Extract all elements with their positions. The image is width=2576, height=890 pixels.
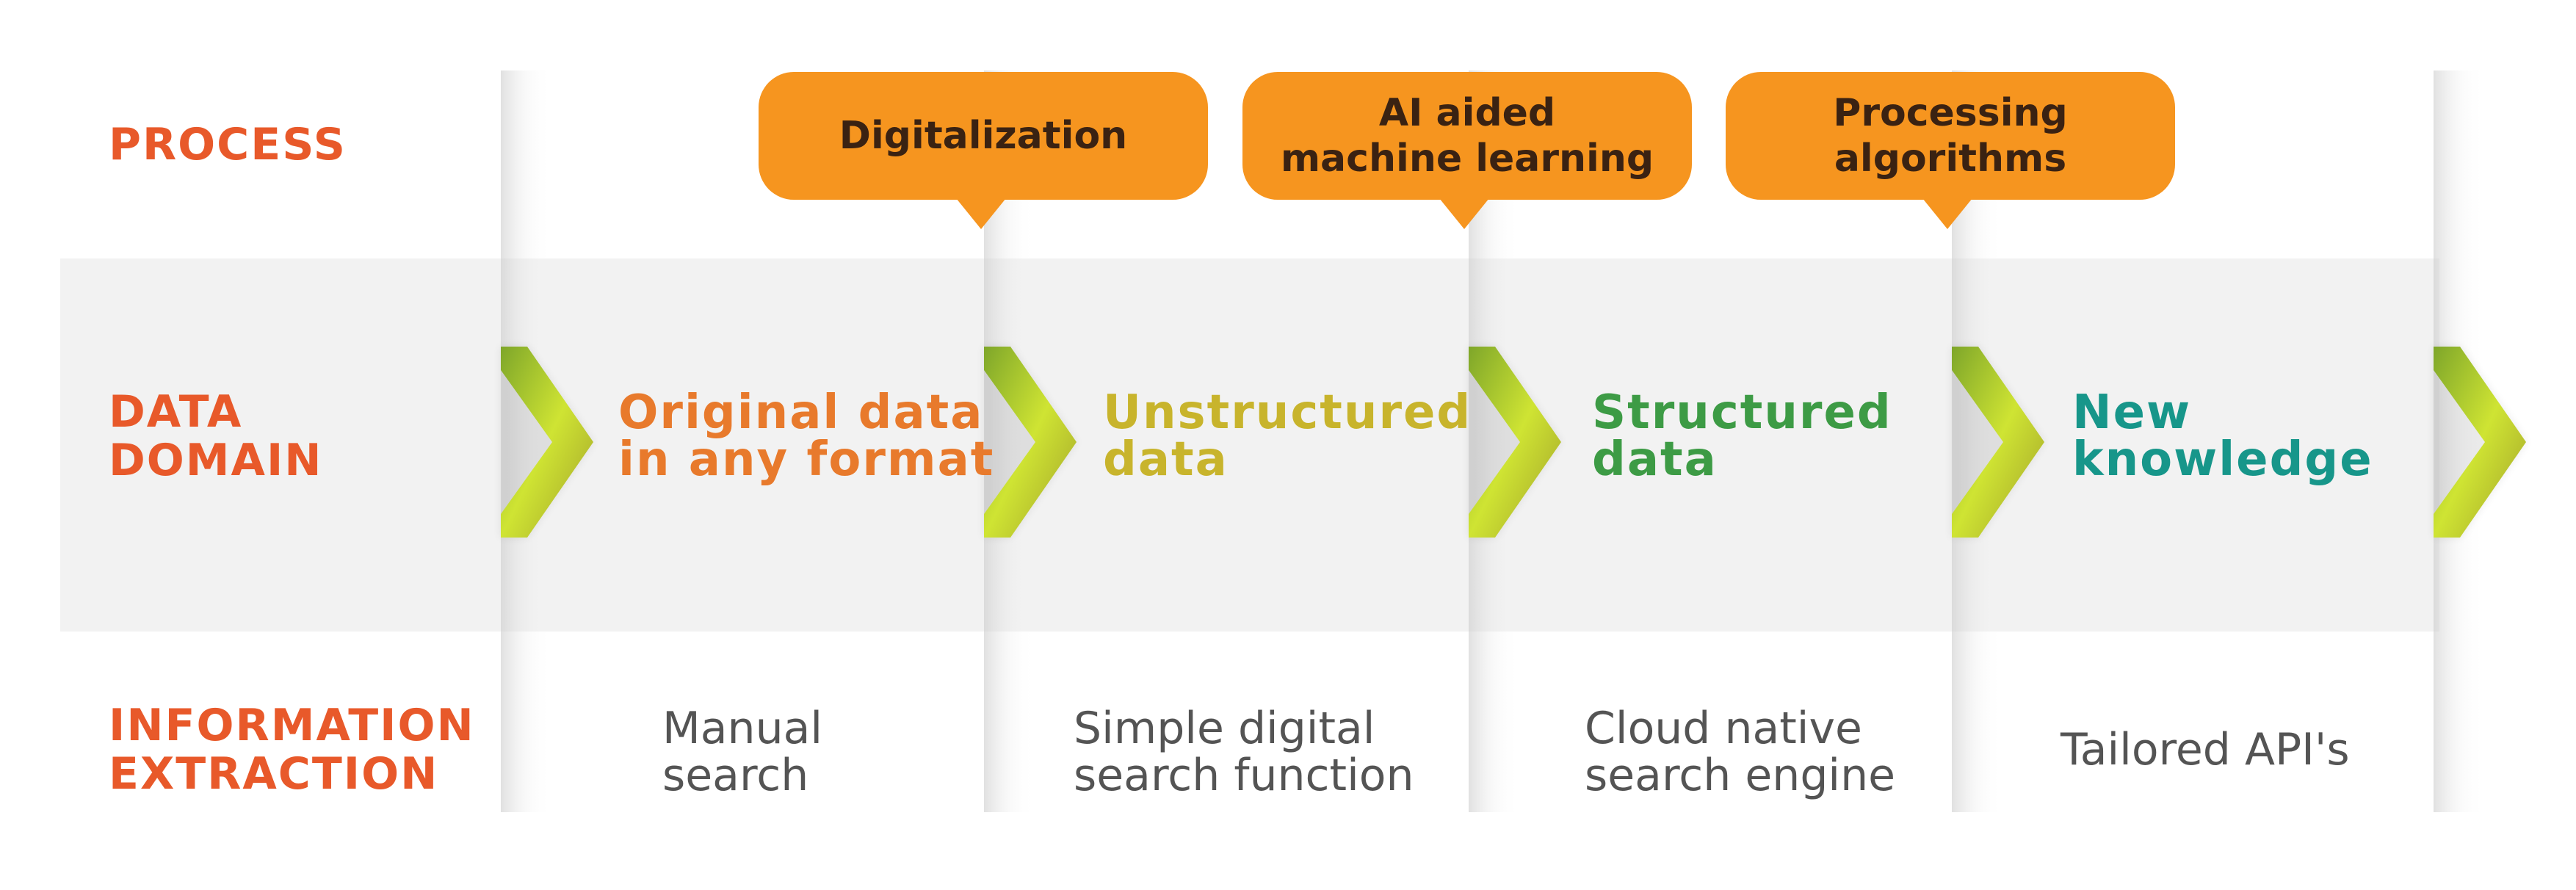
extraction-method-label: Manual search (662, 703, 823, 801)
process-bubble (759, 72, 1208, 229)
data-stage-label: New knowledge (2072, 386, 2373, 487)
process-step-label: AI aided machine learning (1280, 91, 1654, 181)
data-stage-label: Structured data (1592, 386, 1892, 487)
row-label-process: PROCESS (109, 119, 347, 170)
process-step-label: Digitalization (839, 114, 1128, 158)
data-stage-label: Original data in any format (618, 386, 995, 487)
extraction-method-label: Tailored API's (2061, 724, 2350, 775)
process-bubble (1726, 72, 2175, 229)
chevron-arrow-icon (1469, 347, 1561, 538)
chevron-arrow-icon (1952, 347, 2044, 538)
extraction-method-label: Simple digital search function (1074, 703, 1414, 801)
row-label-information-extraction: INFORMATION EXTRACTION (109, 700, 475, 800)
chevron-arrow-icon (984, 347, 1077, 538)
process-step-label: Processing algorithms (1833, 91, 2068, 181)
extraction-method-label: Cloud native search engine (1585, 703, 1896, 801)
process-bubble (1242, 72, 1692, 229)
data-stage-label: Unstructured data (1103, 386, 1472, 487)
data-domain-band (60, 258, 2439, 632)
chevron-arrow-icon (501, 347, 593, 538)
row-label-data-domain: DATA DOMAIN (109, 386, 323, 486)
chevron-arrow-icon (2434, 347, 2526, 538)
